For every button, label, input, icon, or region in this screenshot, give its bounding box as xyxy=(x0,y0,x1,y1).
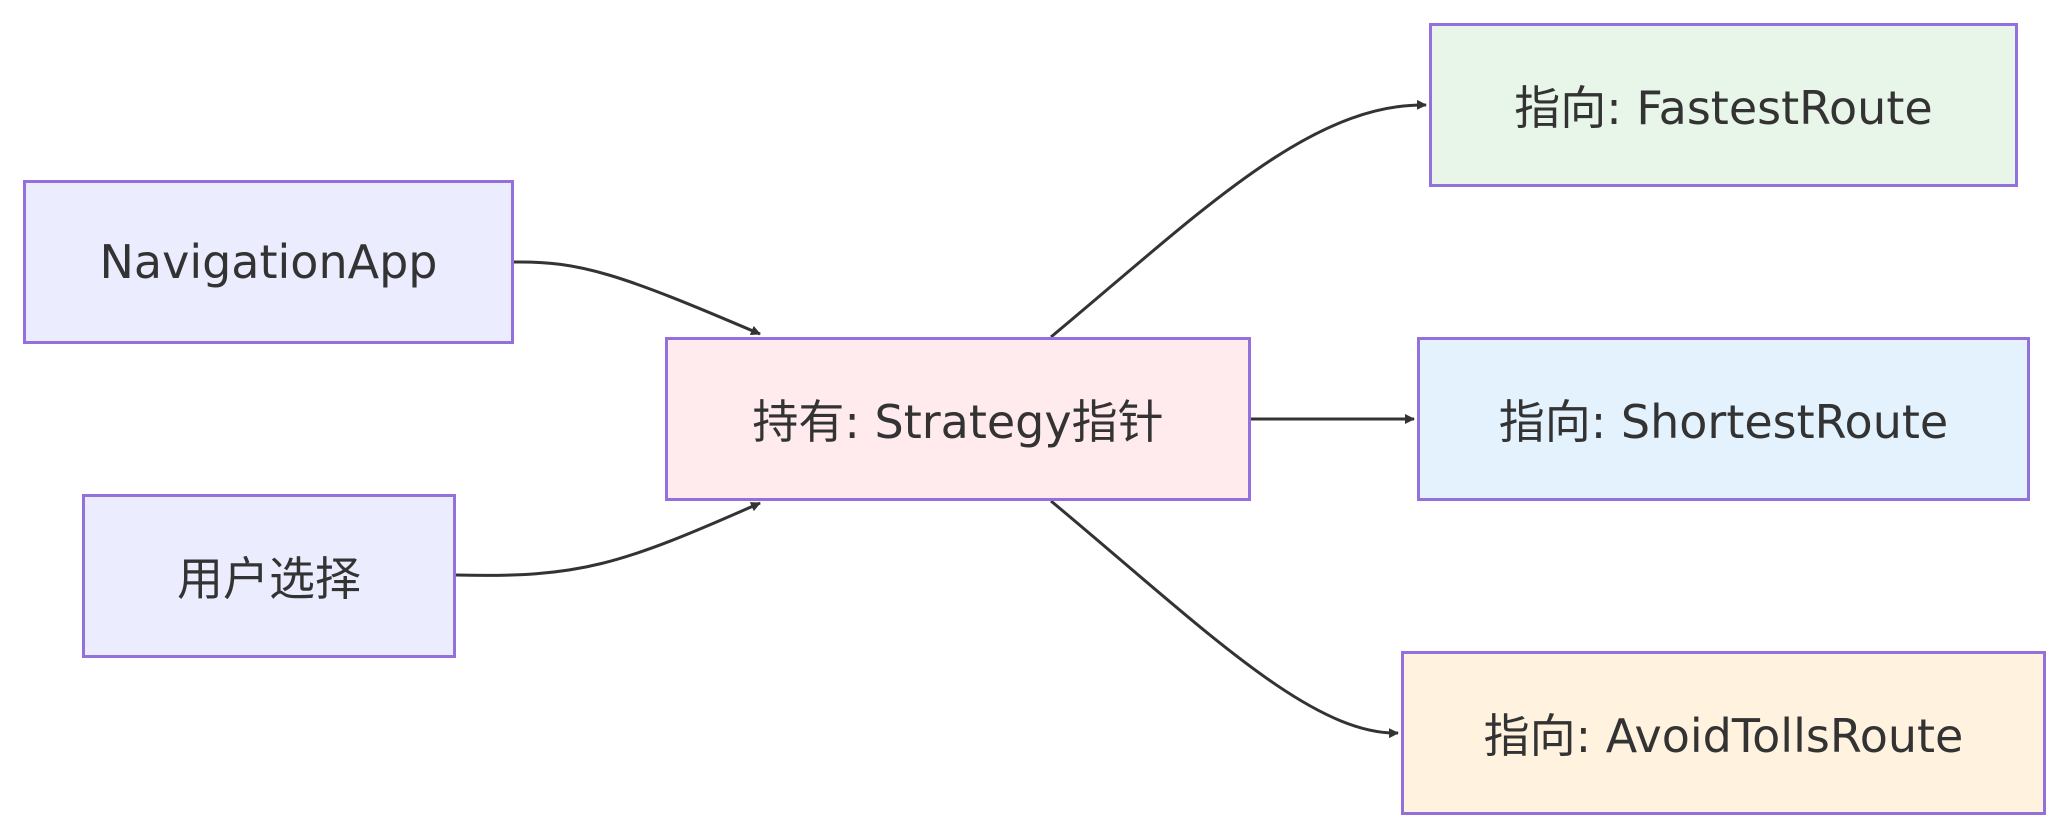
edge-holder-to-avoid xyxy=(1050,499,1399,739)
node-user-choice-label: 用户选择 xyxy=(177,552,361,606)
node-fastest-route-label: 指向: FastestRoute xyxy=(1514,81,1933,135)
node-avoid-tolls-route: 指向: AvoidTollsRoute xyxy=(1401,651,2046,815)
node-strategy-holder: 持有: Strategy指针 xyxy=(665,337,1251,501)
node-strategy-holder-label: 持有: Strategy指针 xyxy=(752,395,1164,449)
node-navigation-app: NavigationApp xyxy=(23,180,514,344)
node-navigation-app-label: NavigationApp xyxy=(99,235,438,289)
edge-userchoice-to-holder xyxy=(455,501,761,577)
node-shortest-route: 指向: ShortestRoute xyxy=(1417,337,2030,501)
node-user-choice: 用户选择 xyxy=(82,494,456,658)
node-fastest-route: 指向: FastestRoute xyxy=(1429,23,2018,187)
node-shortest-route-label: 指向: ShortestRoute xyxy=(1498,395,1949,449)
node-avoid-tolls-route-label: 指向: AvoidTollsRoute xyxy=(1483,709,1964,763)
edge-holder-to-fastest xyxy=(1050,99,1427,339)
edge-navigationapp-to-holder xyxy=(513,260,761,336)
